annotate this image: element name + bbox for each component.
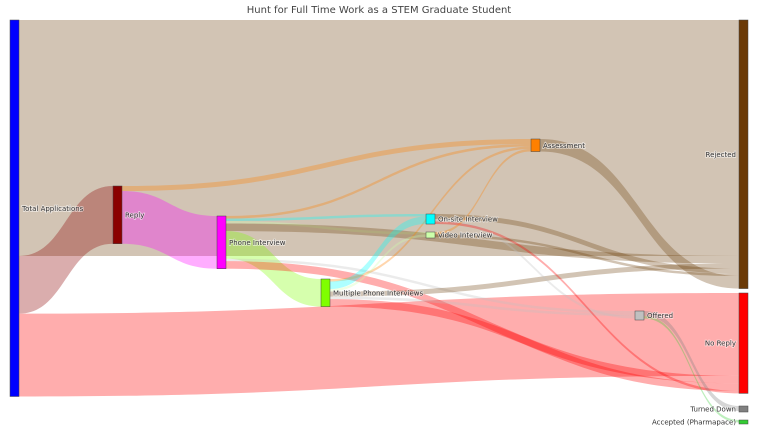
node-label-video: Video Interview (438, 232, 493, 240)
node-bar-noreply[interactable] (738, 292, 749, 394)
node-bar-turned[interactable] (738, 405, 749, 413)
node-bar-accepted[interactable] (738, 419, 749, 425)
node-onsite[interactable]: On-site Interview (425, 213, 499, 225)
link-phone-to-multi[interactable] (226, 231, 321, 307)
node-bar-reply[interactable] (112, 185, 123, 244)
link-onsite-to-noreply[interactable] (435, 221, 739, 394)
node-bar-video[interactable] (425, 231, 436, 239)
link-video-to-rejected[interactable] (435, 234, 739, 277)
link-total-to-noreply[interactable] (19, 293, 739, 397)
chart-title: Hunt for Full Time Work as a STEM Gradua… (246, 5, 512, 16)
link-video-to-assess[interactable] (435, 149, 531, 235)
node-bar-total[interactable] (9, 19, 20, 397)
node-turned[interactable]: Turned Down (689, 405, 749, 414)
node-bar-rejected[interactable] (738, 19, 749, 289)
node-bar-phone[interactable] (216, 215, 227, 269)
link-multi-to-video[interactable] (330, 234, 426, 292)
link-onsite-to-rejected[interactable] (435, 214, 739, 274)
node-total[interactable]: Total Applications (9, 19, 84, 397)
node-label-accepted: Accepted (Pharmapace) (652, 419, 736, 427)
node-noreply[interactable]: No Reply (704, 292, 749, 394)
link-offered-to-turned[interactable] (644, 311, 739, 412)
link-total-to-reply[interactable] (19, 186, 113, 314)
link-phone-to-noreply[interactable] (226, 261, 739, 384)
node-bar-multi[interactable] (320, 278, 331, 307)
node-offered[interactable]: Offered (634, 310, 674, 321)
node-bar-onsite[interactable] (425, 213, 436, 225)
link-reply-to-phone[interactable] (122, 191, 217, 269)
link-phone-to-rejected[interactable] (226, 223, 739, 264)
node-bar-offered[interactable] (634, 310, 645, 321)
node-video[interactable]: Video Interview (425, 231, 493, 240)
link-phone-to-onsite[interactable] (226, 214, 426, 222)
link-multi-to-onsite[interactable] (330, 216, 426, 290)
link-multi-to-offered[interactable] (330, 296, 635, 317)
link-phone-to-assess[interactable] (226, 144, 531, 219)
node-label-turned: Turned Down (689, 406, 736, 414)
node-label-total: Total Applications (21, 205, 84, 213)
node-label-offered: Offered (647, 312, 673, 320)
node-label-multi: Multiple Phone Interviews (333, 289, 423, 297)
node-label-reply: Reply (125, 211, 144, 219)
link-onsite-to-offered[interactable] (435, 219, 635, 319)
link-total-to-rejected[interactable] (19, 20, 739, 256)
node-bar-assess[interactable] (530, 138, 541, 152)
link-phone-to-offered[interactable] (226, 258, 635, 314)
node-label-assess: Assessment (543, 142, 585, 150)
link-offered-to-accepted[interactable] (644, 316, 739, 423)
node-label-onsite: On-site Interview (438, 216, 498, 224)
node-multi[interactable]: Multiple Phone Interviews (320, 278, 424, 307)
link-multi-to-noreply[interactable] (330, 299, 739, 391)
node-phone[interactable]: Phone Interview (216, 215, 286, 269)
link-multi-to-rejected[interactable] (330, 263, 739, 297)
link-assess-to-rejected[interactable] (540, 139, 739, 289)
node-rejected[interactable]: Rejected (705, 19, 749, 289)
node-label-phone: Phone Interview (229, 239, 286, 247)
node-label-noreply: No Reply (705, 340, 736, 348)
link-phone-to-video[interactable] (226, 221, 426, 235)
link-reply-to-assess[interactable] (122, 139, 531, 192)
node-reply[interactable]: Reply (112, 185, 145, 244)
links-layer (19, 20, 739, 423)
node-assess[interactable]: Assessment (530, 138, 586, 152)
node-accepted[interactable]: Accepted (Pharmapace) (651, 418, 749, 427)
node-label-rejected: Rejected (706, 151, 736, 159)
